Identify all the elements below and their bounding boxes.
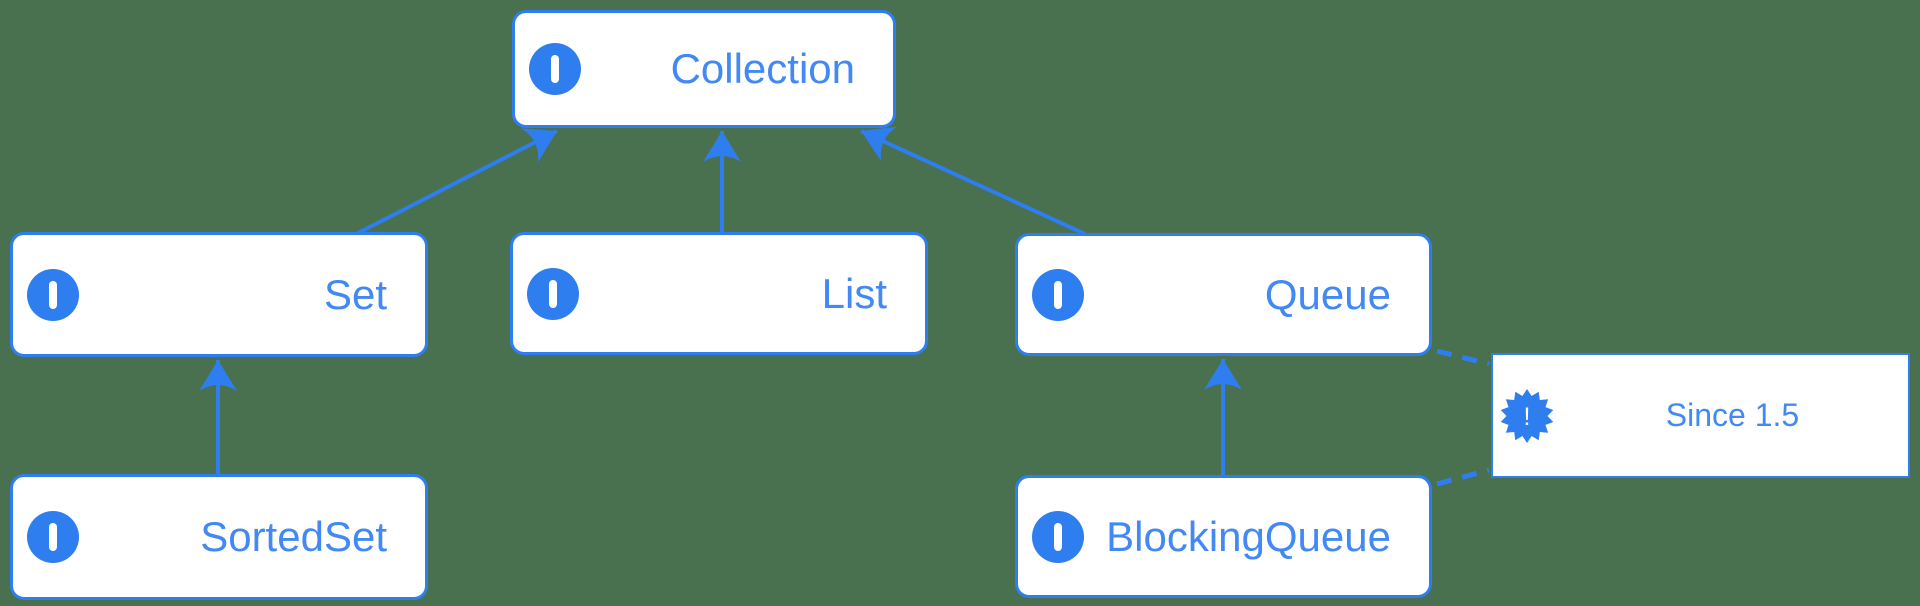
exclamation-glyph: ! xyxy=(1524,403,1531,431)
interface-icon-glyph xyxy=(1054,280,1062,309)
interface-icon-glyph xyxy=(549,279,557,308)
interface-icon xyxy=(1032,510,1084,563)
edge-queue-to-collection xyxy=(860,126,1086,236)
interface-icon xyxy=(527,267,579,320)
edge-queue-to-since-note-dashed xyxy=(1436,348,1490,367)
node-set[interactable]: Set xyxy=(10,232,428,357)
interface-icon-glyph xyxy=(49,523,57,551)
interface-icon-glyph xyxy=(551,55,559,83)
node-queue[interactable]: Queue xyxy=(1015,233,1432,356)
annotation-since-note[interactable]: ! Since 1.5 xyxy=(1491,353,1910,478)
interface-icon xyxy=(27,511,79,563)
node-blockingqueue[interactable]: BlockingQueue xyxy=(1015,475,1432,598)
interface-icon xyxy=(1032,268,1084,321)
node-label: Set xyxy=(323,270,387,318)
node-label: SortedSet xyxy=(200,513,387,560)
node-label: Collection xyxy=(670,45,855,92)
interface-icon-glyph xyxy=(49,280,57,309)
node-label: List xyxy=(821,269,887,317)
node-list[interactable]: List xyxy=(510,232,928,355)
node-label: Queue xyxy=(1264,270,1391,318)
interface-icon xyxy=(529,43,581,95)
edge-set-to-collection xyxy=(357,128,558,235)
annotation-label: Since 1.5 xyxy=(1665,397,1800,433)
since-badge-icon: ! xyxy=(1500,388,1554,443)
node-collection[interactable]: Collection xyxy=(512,10,896,128)
node-sortedset[interactable]: SortedSet xyxy=(10,474,428,600)
node-label: BlockingQueue xyxy=(1106,512,1391,560)
interface-icon xyxy=(27,268,79,321)
interface-icon-glyph xyxy=(1054,522,1062,551)
edge-blockingqueue-to-since-note-dashed xyxy=(1436,467,1490,487)
